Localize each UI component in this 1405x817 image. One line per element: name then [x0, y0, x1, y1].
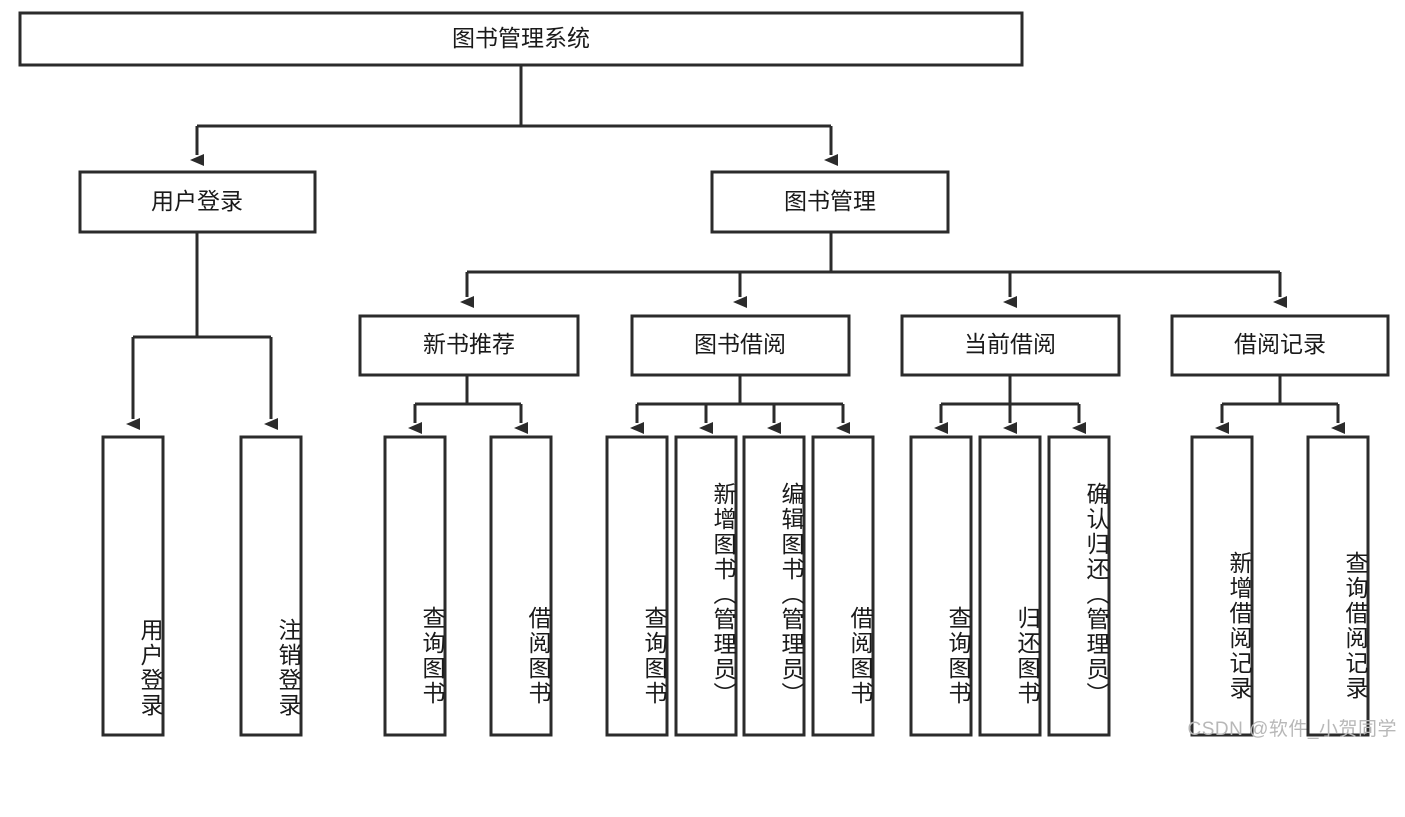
node-book-borrow[interactable]: 图书借阅 [630, 314, 851, 377]
node-current-borrow-label: 当前借阅 [964, 331, 1056, 357]
node-user-login[interactable]: 用户登录 [78, 170, 317, 234]
node-user-login-label: 用户登录 [151, 188, 243, 214]
leaf-return-book[interactable] [978, 435, 1042, 737]
node-borrow-record-label: 借阅记录 [1234, 331, 1326, 357]
leaf-logout[interactable] [239, 435, 303, 737]
leaf-query-book-borrow-label: 查询图书 [641, 606, 667, 706]
leaf-query-book-current-label: 查询图书 [945, 606, 971, 706]
node-book-management[interactable]: 图书管理 [710, 170, 950, 234]
leaf-query-book-newbook[interactable] [383, 435, 447, 737]
connector-bookborrow-to-leaves [630, 375, 850, 434]
leaf-add-borrow-record-label: 新增借阅记录 [1226, 551, 1252, 701]
connector-bookmgmt-to-level2 [460, 232, 1287, 308]
node-borrow-record[interactable]: 借阅记录 [1170, 314, 1390, 377]
node-book-borrow-label: 图书借阅 [694, 331, 786, 357]
connector-newbook-to-leaves [408, 375, 528, 434]
leaf-add-book-admin-label: 新增图书（管理员） [710, 481, 736, 707]
leaf-return-book-label: 归还图书 [1014, 606, 1040, 706]
leaf-user-login-label: 用户登录 [137, 618, 163, 718]
node-root-system[interactable]: 图书管理系统 [18, 11, 1024, 67]
leaf-logout-label: 注销登录 [275, 618, 301, 718]
diagram-canvas: 图书管理系统 用户登录 图书管理 新书推荐 图书借阅 当前借阅 借阅记录 [18, 11, 1390, 737]
leaf-query-book-borrow[interactable] [605, 435, 669, 737]
node-root-label: 图书管理系统 [452, 25, 590, 51]
leaf-add-borrow-record[interactable] [1190, 435, 1254, 737]
connector-root-to-level1 [190, 65, 838, 166]
leaf-edit-book-admin[interactable] [742, 435, 806, 737]
leaf-query-book-newbook-label: 查询图书 [419, 606, 445, 706]
leaf-query-borrow-record[interactable] [1306, 435, 1370, 737]
node-book-management-label: 图书管理 [784, 188, 876, 214]
leaf-add-book-admin[interactable] [674, 435, 738, 737]
leaf-edit-book-admin-label: 编辑图书（管理员） [778, 481, 804, 707]
leaf-confirm-return-admin[interactable] [1047, 435, 1111, 737]
node-current-borrow[interactable]: 当前借阅 [900, 314, 1121, 377]
connector-currentborrow-to-leaves [934, 375, 1086, 434]
connector-borrowrecord-to-leaves [1215, 375, 1345, 434]
leaf-borrow-book[interactable] [811, 435, 875, 737]
node-new-book-recommend-label: 新书推荐 [423, 331, 515, 357]
leaf-query-borrow-record-label: 查询借阅记录 [1342, 551, 1368, 701]
leaf-borrow-book-label: 借阅图书 [847, 606, 873, 706]
leaf-confirm-return-admin-label: 确认归还（管理员） [1083, 481, 1109, 707]
node-new-book-recommend[interactable]: 新书推荐 [358, 314, 580, 377]
leaf-query-book-current[interactable] [909, 435, 973, 737]
connector-userlogin-to-leaves [126, 232, 278, 430]
leaf-user-login[interactable] [101, 435, 165, 737]
leaf-borrow-book-newbook[interactable] [489, 435, 553, 737]
leaf-borrow-book-newbook-label: 借阅图书 [525, 606, 551, 706]
system-structure-diagram: 图书管理系统 用户登录 图书管理 新书推荐 图书借阅 当前借阅 借阅记录 [18, 11, 1396, 740]
